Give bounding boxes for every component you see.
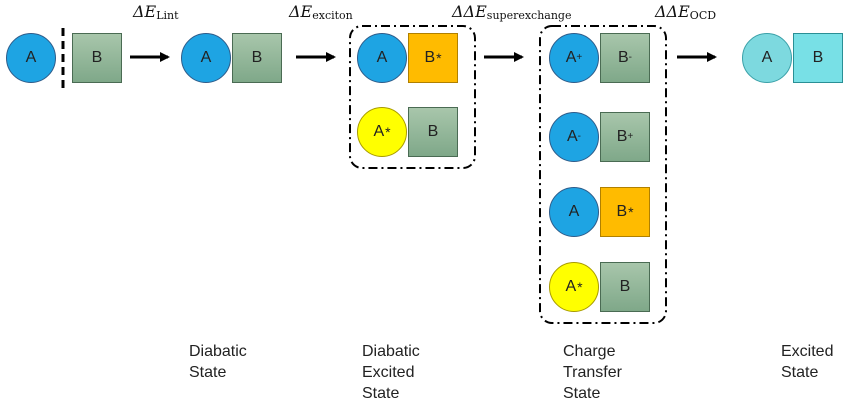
energy-label-superexchange: ΔΔEsuperexchange xyxy=(452,2,572,22)
molecule-a-anion: A- xyxy=(549,112,599,162)
molecule-b-excited: B* xyxy=(408,33,458,83)
molecule-b-cation: B+ xyxy=(600,112,650,162)
molecule-a-cation: A+ xyxy=(549,33,599,83)
molecule-a-ground: A xyxy=(549,187,599,237)
molecule-a-excited: A* xyxy=(357,107,407,157)
energy-label-ocd: ΔΔEOCD xyxy=(655,2,717,22)
molecule-b-ground: B xyxy=(408,107,458,157)
group-box-charge-transfer xyxy=(539,25,667,324)
molecule-a-ground: A xyxy=(357,33,407,83)
molecule-b-excited: B* xyxy=(600,187,650,237)
molecule-b-anion: B- xyxy=(600,33,650,83)
molecule-a-ground: A xyxy=(6,33,56,83)
molecule-b-ground: B xyxy=(72,33,122,83)
molecule-a-final: A xyxy=(742,33,792,83)
molecule-b-final: B xyxy=(793,33,843,83)
energy-label-exciton: ΔEexciton xyxy=(289,2,353,22)
molecule-b-ground: B xyxy=(600,262,650,312)
molecule-a-ground: A xyxy=(181,33,231,83)
group-box-excited xyxy=(349,25,476,169)
molecule-b-ground: B xyxy=(232,33,282,83)
energy-label-lint: ΔELint xyxy=(133,2,179,22)
molecule-a-excited: A* xyxy=(549,262,599,312)
